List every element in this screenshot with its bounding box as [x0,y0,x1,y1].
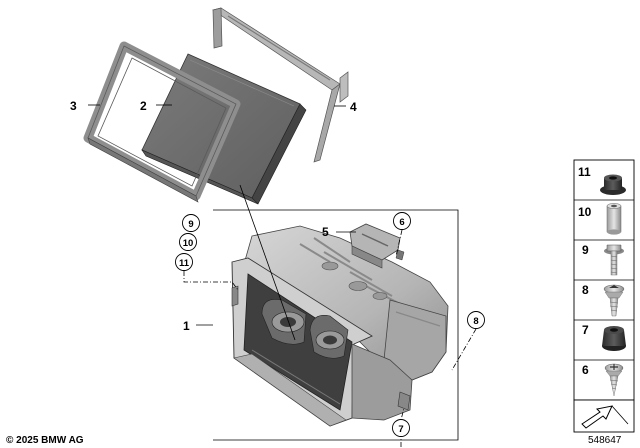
callout-2: 2 [140,99,147,113]
spacer-sleeve-icon [606,203,622,235]
air-filter-element-part [141,53,307,205]
grommet-icon [600,174,626,195]
legend-label-8: 8 [582,283,589,297]
svg-text:8: 8 [473,316,478,327]
mounting-bracket-part [212,7,349,163]
air-filter-housing-part [231,225,449,427]
legend-label-10: 10 [578,205,592,219]
copyright-text: © 2025 BMW AG [6,435,84,446]
callout-8: 8 [467,311,485,329]
svg-text:9: 9 [188,219,193,230]
svg-text:7: 7 [398,424,403,435]
callout-4: 4 [350,100,357,114]
assembly-boundary [213,209,459,441]
torx-screw-icon [603,284,625,317]
svg-text:6: 6 [399,217,404,228]
orientation-box [573,399,635,433]
filter-frame-part [83,41,241,203]
callout-labels: 1 2 3 4 5 6 7 8 9 10 11 [70,99,485,437]
callout-5: 5 [322,225,329,239]
callout-1: 1 [183,319,190,333]
parts-legend: 11 10 9 8 [573,159,635,401]
legend-label-7: 7 [582,323,589,337]
direction-arrow-icon [581,405,613,429]
callout-7: 7 [392,419,410,437]
legend-label-9: 9 [582,243,589,257]
diagram-number: 548647 [588,435,622,446]
legend-label-11: 11 [578,165,591,179]
callout-11: 11 [175,253,193,271]
svg-text:10: 10 [183,238,194,249]
callout-3: 3 [70,99,77,113]
svg-text:11: 11 [179,258,190,269]
callout-10: 10 [179,233,197,251]
self-tapping-screw-icon [604,363,624,397]
rubber-mount-icon [602,326,626,351]
sensor-unit-part [349,223,405,269]
callout-6: 6 [393,212,411,230]
hex-bolt-icon [604,244,624,276]
callout-9: 9 [182,214,200,232]
legend-label-6: 6 [582,363,589,377]
